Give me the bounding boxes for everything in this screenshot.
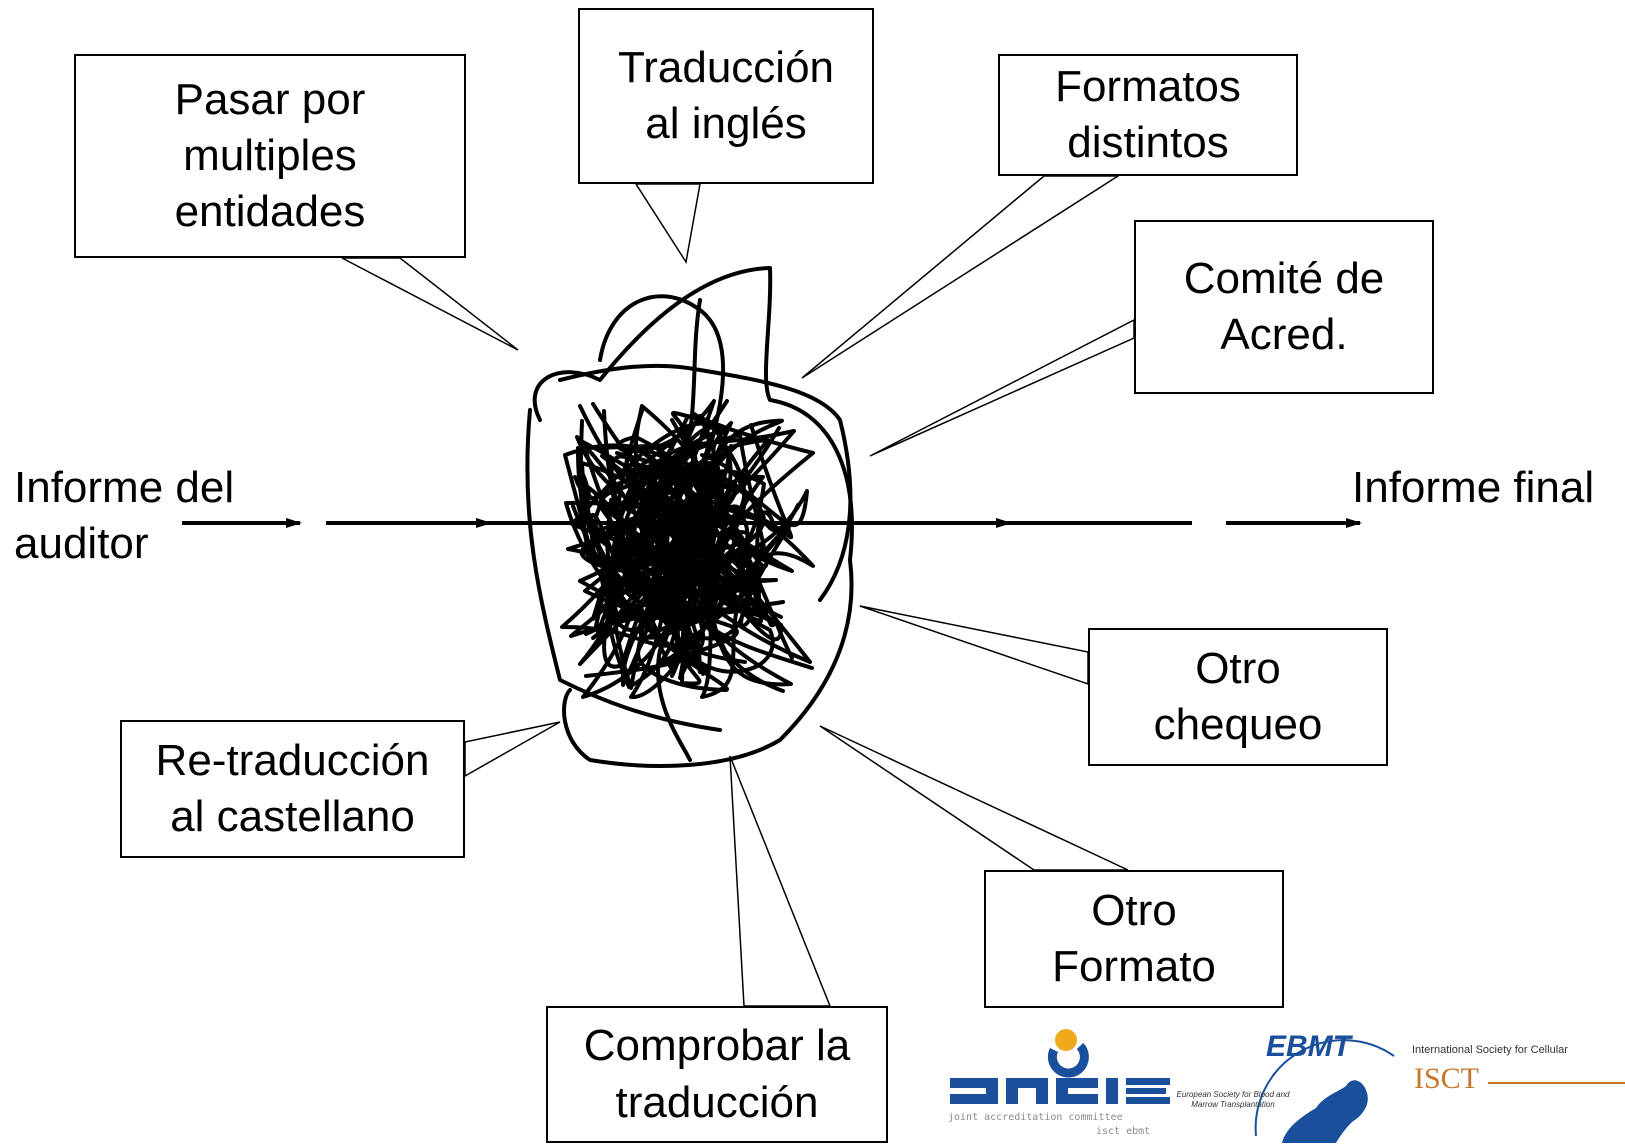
- isct-rule: [1488, 1082, 1625, 1084]
- isct-logo: International Society for Cellular ISCT: [1410, 1040, 1625, 1120]
- scribble-inner-18: [564, 445, 777, 692]
- ebmt-globe-icon: [1254, 1039, 1395, 1143]
- pointer-retraduccion: [464, 721, 561, 778]
- callout-pasar-por-multiples-entidades: Pasar por multiples entidades: [74, 54, 466, 258]
- pointer-formatos: [801, 175, 1121, 379]
- scribble-loop-1: [532, 266, 854, 768]
- scribble-loop-4: [558, 363, 853, 602]
- scribble-inner-11: [566, 460, 785, 620]
- callout-comprobar-la-traduccion: Comprobar la traducción: [546, 1006, 888, 1143]
- ebmt-logo: EBMT European Society for Blood and Marr…: [1166, 1016, 1406, 1143]
- callout-re-traduccion-al-castellano: Re-traducción al castellano: [120, 720, 465, 858]
- ebmt-subtitle: European Society for Blood and Marrow Tr…: [1176, 1090, 1290, 1109]
- callout-comite-de-acred: Comité de Acred.: [1134, 220, 1434, 394]
- isct-name: ISCT: [1414, 1062, 1480, 1095]
- pointer-pasar: [341, 257, 519, 351]
- pointer-otro-chequeo: [859, 605, 1089, 686]
- callout-traduccion-al-ingles: Traducción al inglés: [578, 8, 874, 184]
- scribble-inner-22: [584, 467, 775, 680]
- output-label: Informe final: [1352, 463, 1595, 512]
- input-label: Informe del auditor: [14, 463, 235, 569]
- callout-formatos-distintos: Formatos distintos: [998, 54, 1298, 176]
- tangle-scribble: [525, 266, 854, 768]
- isct-subtitle: International Society for Cellular: [1412, 1044, 1568, 1056]
- jacie-subtitle: joint accreditation committee: [948, 1112, 1123, 1123]
- jacie-logo: joint accreditation committee isct ebmt: [946, 1020, 1176, 1140]
- scribble-inner-21: [605, 418, 778, 613]
- callout-otro-chequeo: Otro chequeo: [1088, 628, 1388, 766]
- jacie-subtitle-2: isct ebmt: [1096, 1126, 1151, 1137]
- callout-pointers: [341, 175, 1135, 1007]
- pointer-comite: [869, 318, 1135, 457]
- pointer-comprobar: [729, 755, 832, 1007]
- pointer-traduccion: [634, 183, 701, 265]
- ebmt-name: EBMT: [1266, 1030, 1351, 1063]
- callout-otro-formato: Otro Formato: [984, 870, 1284, 1008]
- scribble-loop-2: [525, 408, 722, 732]
- pointer-otro-formato: [819, 725, 1129, 871]
- jacie-logo-mark: [950, 1029, 1170, 1104]
